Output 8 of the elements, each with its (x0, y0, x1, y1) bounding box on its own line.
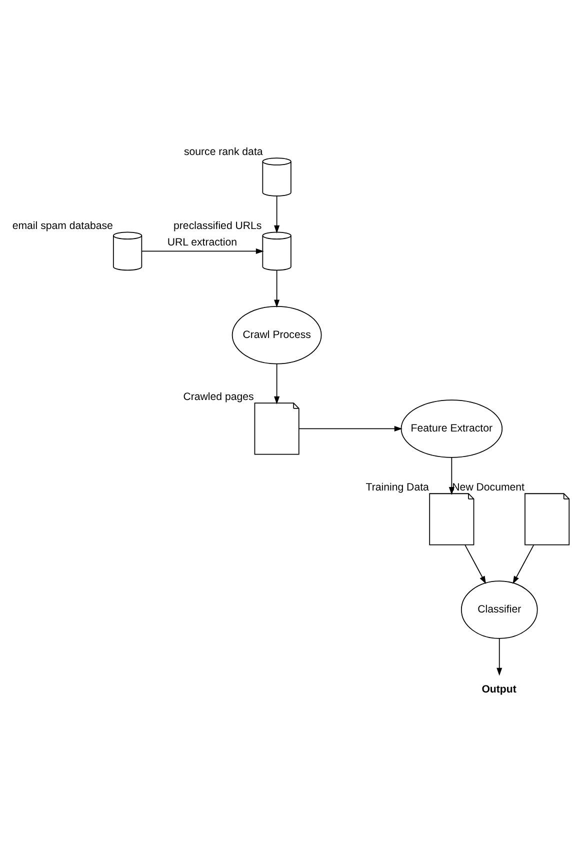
edge-label: URL extraction (167, 236, 237, 249)
node-label: Training Data (366, 482, 429, 494)
node-label: Crawled pages (183, 391, 254, 404)
node-text: Output (482, 683, 516, 696)
node-label: email spam database (12, 220, 113, 232)
node-label: preclassified URLs (174, 220, 262, 232)
node-label: New Document (452, 482, 524, 494)
node-label: source rank data (184, 146, 263, 158)
